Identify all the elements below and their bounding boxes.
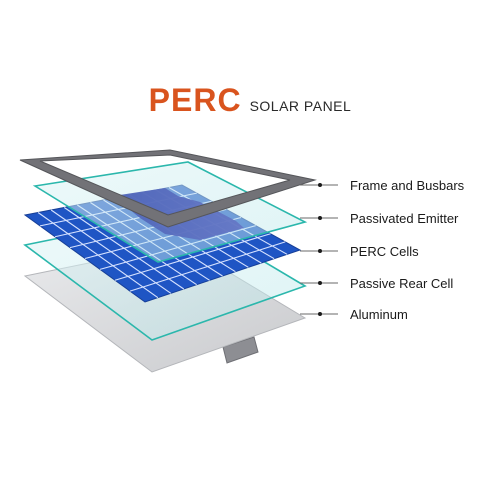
leader-dot-emitter — [318, 216, 322, 220]
label-passive-rear-cell: Passive Rear Cell — [350, 276, 454, 291]
label-aluminum: Aluminum — [350, 307, 408, 322]
title: PERC SOLAR PANEL — [0, 82, 500, 119]
cell-grid-line — [114, 233, 271, 281]
cell-grid-line — [129, 241, 286, 292]
aluminum-connector — [222, 336, 259, 364]
frame-outer — [19, 149, 317, 228]
label-frame-and-busbars: Frame and Busbars — [350, 178, 465, 193]
frame-layer — [19, 149, 317, 228]
leader-dot-frame — [318, 183, 322, 187]
leader-dot-cells — [318, 249, 322, 253]
title-main: PERC — [148, 82, 242, 118]
title-sub: SOLAR PANEL — [249, 98, 352, 114]
leader-dot-aluminum — [318, 312, 322, 316]
label-perc-cells: PERC Cells — [350, 244, 419, 259]
leader-dot-rear — [318, 281, 322, 285]
leader-dots — [318, 183, 322, 316]
label-passivated-emitter: Passivated Emitter — [350, 211, 459, 226]
